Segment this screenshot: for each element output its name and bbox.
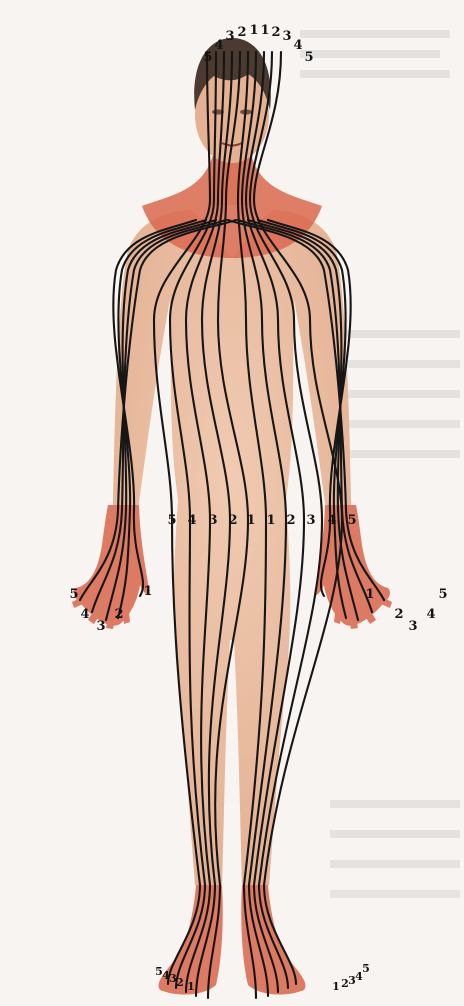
right-hand-zone-label: 4 [80,607,89,622]
waist-zone-label: 5 [167,513,176,528]
head-zone-label: 4 [214,38,223,53]
waist-zone-label: 4 [327,513,336,528]
head-zone-label: 1 [249,23,258,38]
head-zone-label: 3 [282,29,291,44]
head-zone-label: 5 [203,50,212,65]
left-hand-zone-label: 4 [426,607,435,622]
waist-zone-label: 2 [228,513,237,528]
head-zone-label: 2 [271,25,280,40]
waist-zone-label: 3 [306,513,315,528]
right-hand-zone-label: 3 [96,619,105,634]
body-silhouette [113,210,351,885]
right-foot-zone-label: 2 [176,976,184,989]
right-hand-zone-label: 2 [114,607,123,622]
head-zone-label: 5 [304,50,313,65]
waist-zone-label: 3 [208,513,217,528]
right-hand-zone-label: 1 [143,584,152,599]
right-foot-zone-label: 1 [187,980,195,993]
waist-zone-label: 4 [187,513,196,528]
neck-zone [142,150,322,258]
waist-zone-label: 2 [286,513,295,528]
right-hand-zone-label: 5 [69,587,78,602]
left-hand-zone-label: 1 [365,587,374,602]
left-hand-zone-label: 3 [408,619,417,634]
waist-zone-label: 5 [347,513,356,528]
left-foot-zone-label: 1 [332,980,340,993]
left-hand-zone-label: 5 [438,587,447,602]
head-zone-label: 1 [260,23,269,38]
head-zone-label: 3 [225,29,234,44]
head-zone-label: 4 [293,38,302,53]
waist-zone-label: 1 [246,513,255,528]
head-zone-label: 2 [237,25,246,40]
waist-zone-label: 1 [266,513,275,528]
left-hand-zone-label: 2 [394,607,403,622]
left-foot-zone-label: 5 [362,962,370,975]
